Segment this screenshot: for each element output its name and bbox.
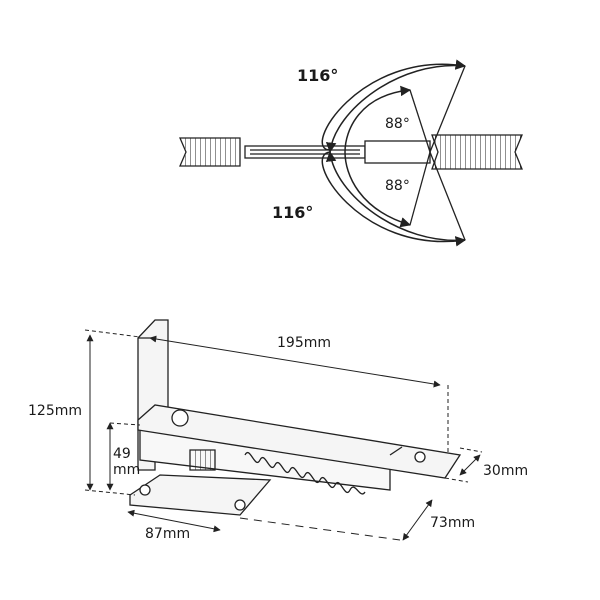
hinge-perspective <box>129 319 462 516</box>
body-height-unit: mm <box>113 462 141 478</box>
left-glass-panel <box>179 137 241 167</box>
outer-arc-116 <box>321 64 465 241</box>
body-height-value: 49 <box>113 446 131 462</box>
right-glass-panel <box>431 134 523 170</box>
depth-label: 73mm <box>430 515 476 531</box>
length-label: 195mm <box>277 335 331 351</box>
top-arm <box>137 404 462 479</box>
pivot-rod <box>244 145 366 159</box>
plate-length-label: 87mm <box>145 526 191 542</box>
spring <box>244 452 366 495</box>
angle-inner-bottom-label: 88° <box>385 178 410 194</box>
inner-arc-88 <box>344 85 412 228</box>
base-plate <box>129 474 272 516</box>
top-view-door-swing <box>179 64 523 241</box>
angle-outer-top-label: 116° <box>297 66 339 85</box>
height-label: 125mm <box>28 403 82 419</box>
angle-outer-bottom-label: 116° <box>272 203 314 222</box>
dimension-lines <box>84 329 483 541</box>
angle-inner-top-label: 88° <box>385 116 410 132</box>
pivot-block <box>364 140 431 164</box>
arm-width-label: 30mm <box>483 463 529 479</box>
